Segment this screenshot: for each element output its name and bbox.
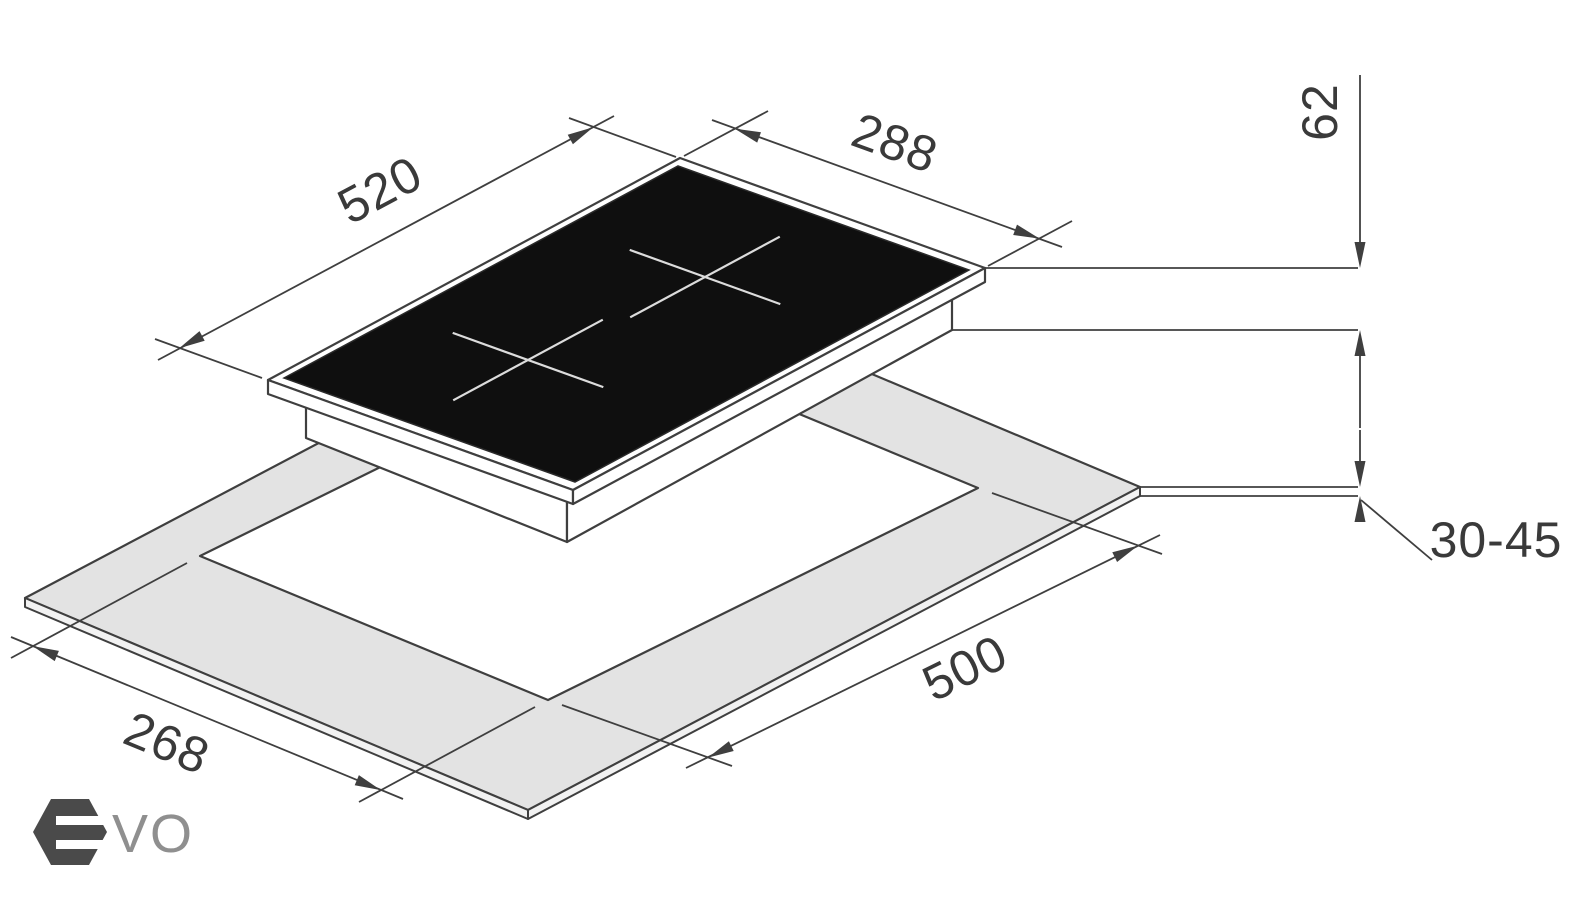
extension-line [154,338,263,379]
logo-wordmark: VO [112,804,194,864]
arrowhead-icon [708,741,734,758]
hexagon-slit [56,840,110,849]
extension-line [568,117,677,158]
arrowhead-icon [1112,545,1138,562]
glass-surface [282,165,971,483]
arrowhead-icon [1013,224,1040,239]
arrowhead-icon [179,331,205,349]
dimension-line [685,534,1161,769]
dim-label-cutout-width: 268 [116,701,217,786]
dimension-line [10,636,404,800]
arrowhead-icon [354,775,381,791]
burner-cross-front [452,318,604,402]
hexagon-slit [56,816,110,825]
dim-label-cutout-length: 500 [914,624,1016,712]
glass-edge-right [571,266,987,506]
extension-line [358,706,536,803]
dimension-hob-height: 62 [952,75,1366,428]
brand-logo: VO [33,799,194,865]
dimension-line [157,115,615,361]
arrowhead-icon [32,646,59,662]
dim-label-hob-height: 62 [1292,83,1348,141]
extension-line [683,110,769,157]
extension-line [561,704,733,767]
extension-line [987,220,1073,267]
dimension-line [711,119,1063,248]
dim-label-hob-width: 288 [845,102,945,184]
leader-line [1360,499,1433,561]
arrowhead-icon [1354,242,1366,268]
dim-label-worktop-thickness: 30-45 [1430,512,1563,568]
hexagon-e-icon [33,799,107,865]
arrowhead-icon [734,128,761,143]
arrowhead-icon [1354,461,1366,487]
burner-cross-rear [629,235,781,319]
hob-glass-panel [266,156,987,506]
extension-line [10,562,188,659]
arrowhead-icon [1354,496,1366,522]
extension-line [991,492,1163,555]
arrowhead-icon [567,127,594,145]
dimension-worktop-thickness: 30-45 [1140,430,1563,568]
